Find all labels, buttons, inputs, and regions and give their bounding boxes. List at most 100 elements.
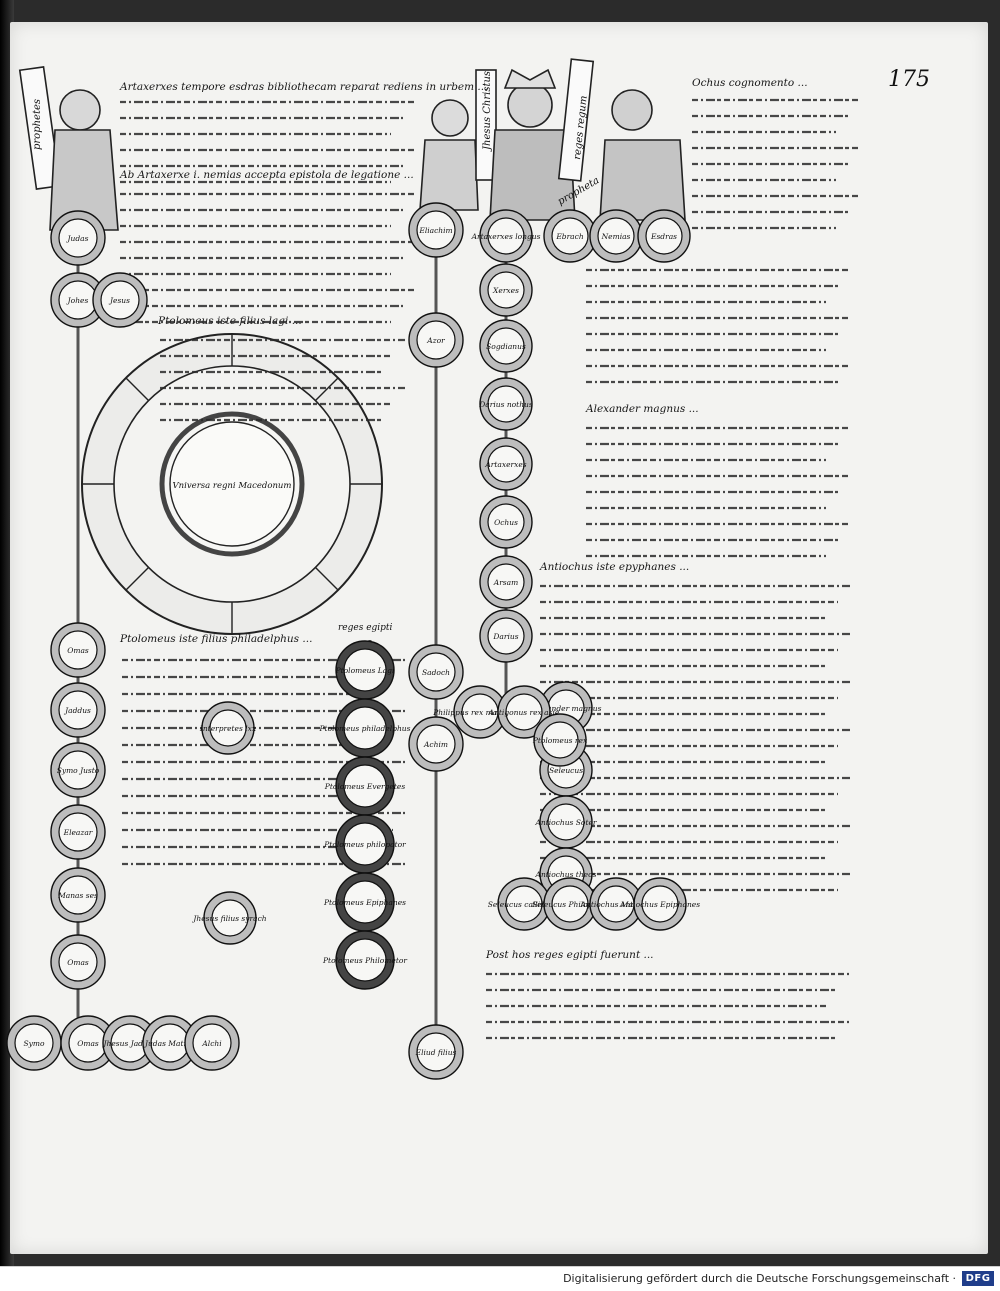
text-block-3: Ptolomeus iste filius lagi ... (157, 315, 302, 327)
roundel-right-7-label: Darius (492, 632, 518, 641)
roundel-ptolemy-3-label: Ptolomeus philopator (323, 840, 406, 849)
text-column-left: Artaxerxes tempore esdras bibliothecam r… (119, 81, 487, 645)
text-block-6: Alexander magnus ... (585, 403, 699, 415)
roundel-left-8-label: Omas (67, 958, 89, 967)
banner-prophetes: prophetes (32, 99, 43, 150)
roundel-right-3-label: Darius nothus (478, 400, 533, 409)
roundel-left-8: Omas (50, 934, 106, 990)
roundel-left-9-label: Symo (23, 1039, 44, 1048)
roundel-left-1: Johes (50, 272, 106, 328)
roundel-side-3-label: Antigonus rex asie (488, 708, 560, 717)
roundel-side-0: Interpretes lxx (199, 701, 257, 755)
text-block-2: Ab Artaxerxe i. nemias accepta epistola … (119, 169, 414, 181)
roundel-right-13-label: Seleucus Philopator (532, 900, 608, 909)
roundel-left-6-label: Eleazar (63, 828, 93, 837)
roundel-side-0-label: Interpretes lxx (199, 724, 257, 733)
roundel-right-5-label: Ochus (494, 518, 518, 527)
roundel-ptolemy-4: Ptolomeus Epiphanes (323, 872, 406, 932)
banner-jhesus: Jhesus Christus (482, 71, 493, 152)
roundel-right-6: Arsam (479, 555, 533, 609)
roundel-right-2-label: Sogdianus (486, 342, 526, 351)
roundel-center-2-label: Eliud filius (415, 1048, 457, 1057)
roundel-left-4-label: Jaddus (63, 706, 91, 715)
roundel-left-0-label: Judas (66, 234, 89, 243)
roundel-center-0-label: Sadoch (422, 668, 450, 677)
roundel-left-12: Judas Matme (142, 1015, 198, 1071)
roundel-right-0: Artaxerxes longus (471, 209, 541, 263)
roundel-ptolemy-0-label: Ptolomeus Lagi (335, 666, 395, 675)
roundel-left-12-label: Judas Matme (143, 1039, 196, 1048)
roundel-side-1-label: Jhesus filius syrach (191, 914, 266, 923)
footer-bar: Digitalisierung gefördert durch die Deut… (0, 1266, 1000, 1291)
roundel-right-10: Antiochus Soter (535, 795, 597, 849)
roundel-right-18: Esdras (637, 209, 691, 263)
figures (18, 58, 686, 231)
roundel-left-6: Eleazar (50, 804, 106, 860)
roundel-left-3: Omas (50, 622, 106, 678)
roundel-right-3: Darius nothus (478, 377, 533, 431)
roundel-center-0: Sadoch (408, 644, 464, 700)
roundel-center-1: Achim (408, 716, 464, 772)
roundel-left-5: Symo Justo (50, 742, 106, 798)
roundel-right-15-label: Antiochus Epiphanes (619, 900, 700, 909)
text-block-5: Ochus cognomento ... (692, 77, 808, 89)
roundel-ptolemy-2-label: Ptolomeus Evergetes (324, 782, 406, 791)
roundel-right-14: Antiochus Magnus (580, 877, 652, 931)
roundel-ptolemy-1: Ptolomeus philadelphus (319, 698, 411, 758)
roundel-right-12-label: Seleucus callinicus (488, 900, 561, 909)
roundel-left-1-label: Johes (66, 296, 89, 305)
roundel-left-2-label: Jesus (108, 296, 130, 305)
roundel-side-4: Ptolomeus rex (532, 713, 588, 767)
roundel-right-1-label: Xerxes (492, 286, 519, 295)
roundel-center-4: Azor (408, 312, 464, 368)
roundel-side-2-label: Philippus rex macedonie (432, 708, 527, 717)
roundel-center-3-label: Eliachim (418, 226, 452, 235)
roundel-right-9-label: Seleucus (549, 766, 583, 775)
roundel-right-10-label: Antiochus Soter (535, 818, 597, 827)
roundel-left-7: Manas ses (50, 867, 106, 923)
text-block-8: Post hos reges egipti fuerunt ... (485, 949, 654, 961)
roundel-right-5: Ochus (479, 495, 533, 549)
roundel-ptolemy-3: Ptolomeus philopator (323, 814, 406, 874)
roundel-right-15: Antiochus Epiphanes (619, 877, 700, 931)
roundel-left-2: Jesus (92, 272, 148, 328)
roundel-left-0: Judas (50, 210, 106, 266)
text-column-right: Ochus cognomento ... Alexander magnus ..… (485, 77, 808, 961)
footer-credit: Digitalisierung gefördert durch die Deut… (563, 1272, 956, 1285)
roundel-center-2: Eliud filius (408, 1024, 464, 1080)
roundel-side-3: Antigonus rex asie (488, 685, 560, 739)
roundel-right-4-label: Artaxerxes (484, 460, 526, 469)
roundel-left-11: Jhesus Jaddus (102, 1015, 158, 1071)
roundel-side-2: Philippus rex macedonie (432, 685, 527, 739)
wheel-diagram: Vniversa regni Macedonum (81, 333, 383, 635)
text-block-4: Ptolomeus iste filius philadelphus ... (119, 633, 312, 645)
roundel-left-11-label: Jhesus Jaddus (102, 1039, 157, 1048)
roundel-ptolemy-5: Ptolomeus Philometor (322, 930, 407, 990)
roundel-right-1: Xerxes (479, 263, 533, 317)
roundel-left-3-label: Omas (67, 646, 89, 655)
roundel-ptolemy-5-label: Ptolomeus Philometor (322, 956, 407, 965)
roundel-left-13: Alchi (184, 1015, 240, 1071)
dfg-logo: DFG (962, 1271, 994, 1286)
roundel-right-0-label: Artaxerxes longus (471, 232, 541, 241)
text-block-1: Artaxerxes tempore esdras bibliothecam r… (119, 81, 487, 93)
roundel-left-10: Omas (60, 1015, 116, 1071)
roundel-right-17: Nemias (589, 209, 643, 263)
roundel-right-13: Seleucus Philopator (532, 877, 608, 931)
roundel-left-10-label: Omas (77, 1039, 99, 1048)
wheel-center-label: Vniversa regni Macedonum (173, 481, 292, 491)
roundel-side-1: Jhesus filius syrach (191, 891, 267, 945)
text-block-7: Antiochus iste epyphanes ... (539, 561, 689, 573)
roundel-ptolemy-4-label: Ptolomeus Epiphanes (323, 898, 406, 907)
roundel-right-2: Sogdianus (479, 319, 533, 373)
folio-number: 175 (888, 67, 930, 92)
roundel-right-16-label: Ebrach (555, 232, 584, 241)
roundel-left-7-label: Manas ses (57, 891, 98, 900)
roundel-right-4: Artaxerxes (479, 437, 533, 491)
roundel-center-4-label: Azor (426, 336, 445, 345)
roundel-right-14-label: Antiochus Magnus (580, 900, 652, 909)
roundel-left-13-label: Alchi (201, 1039, 222, 1048)
